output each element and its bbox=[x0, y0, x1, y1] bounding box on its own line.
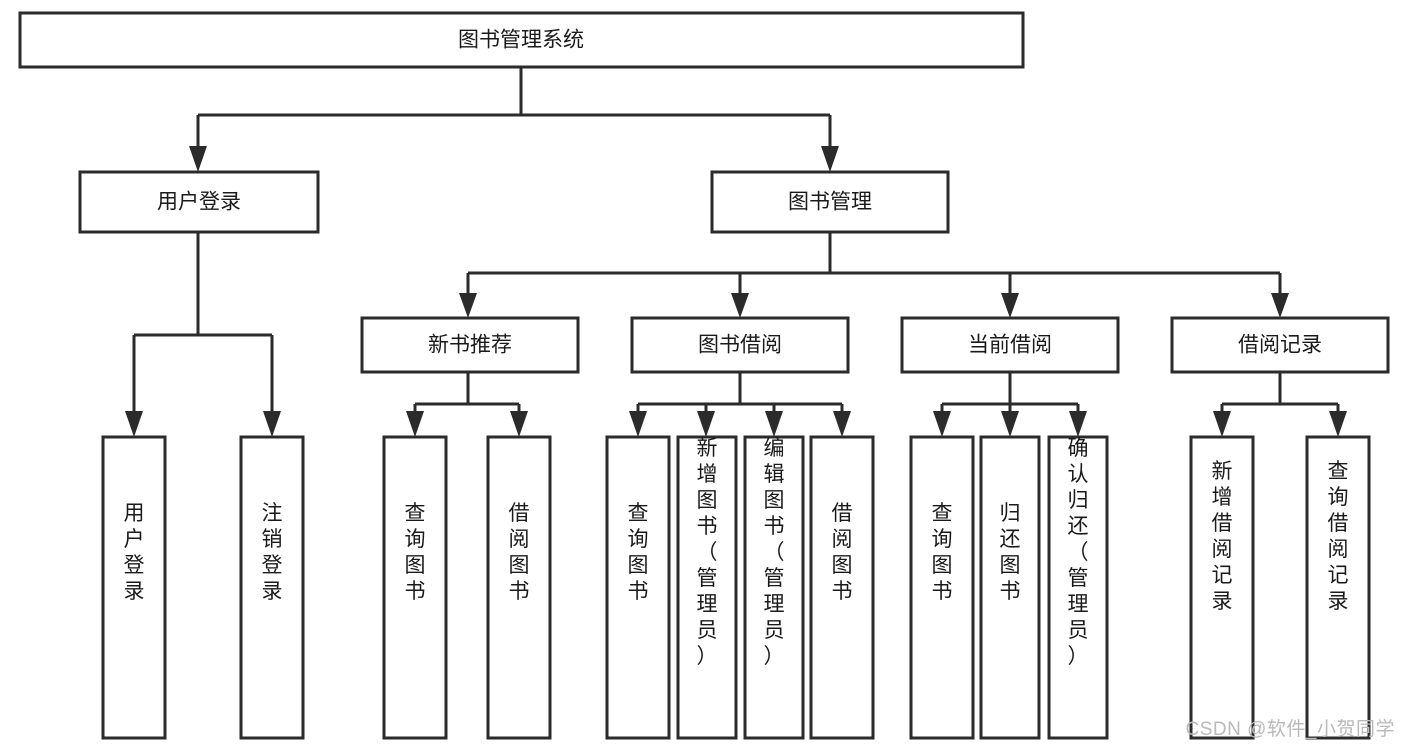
node-leaf-query-book-1[interactable]: 查询图书 bbox=[382, 435, 448, 740]
node-root[interactable]: 图书管理系统 bbox=[18, 11, 1025, 69]
node-leaf-confirm-return[interactable]: 确认归还（管理员） bbox=[1047, 435, 1109, 740]
arrowhead-borrow-record bbox=[1271, 293, 1289, 318]
node-leaf-borrow-book-2[interactable]: 借阅图书 bbox=[809, 435, 875, 740]
arrowhead-book-management bbox=[821, 146, 839, 172]
node-leaf-query-book-1-box[interactable] bbox=[382, 435, 448, 740]
arrowhead-leaf-edit-book bbox=[765, 411, 783, 437]
node-leaf-confirm-return-box[interactable] bbox=[1047, 435, 1109, 740]
node-root-box[interactable] bbox=[18, 11, 1025, 69]
node-leaf-query-book-3-label: 查询图书 bbox=[932, 502, 953, 603]
node-leaf-query-book-2-box[interactable] bbox=[605, 435, 671, 740]
node-current-borrow[interactable]: 当前借阅 bbox=[900, 316, 1120, 374]
node-leaf-edit-book-label: 编辑图书（管理员） bbox=[764, 437, 785, 668]
node-leaf-user-login[interactable]: 用户登录 bbox=[101, 435, 167, 740]
node-leaf-borrow-book-1-label: 借阅图书 bbox=[509, 502, 530, 603]
node-leaf-add-book-label: 新增图书（管理员） bbox=[697, 437, 718, 668]
node-leaf-query-book-3[interactable]: 查询图书 bbox=[909, 435, 975, 740]
node-user-login[interactable]: 用户登录 bbox=[78, 170, 320, 234]
node-book-borrow[interactable]: 图书借阅 bbox=[630, 316, 850, 374]
node-leaf-user-login-label: 用户登录 bbox=[124, 502, 145, 603]
node-leaf-return-book-box[interactable] bbox=[979, 435, 1041, 740]
node-leaf-borrow-book-1[interactable]: 借阅图书 bbox=[486, 435, 552, 740]
node-leaf-query-record-label: 查询借阅记录 bbox=[1328, 460, 1349, 613]
node-book-management-box[interactable] bbox=[710, 170, 950, 234]
node-book-borrow-label: 图书借阅 bbox=[698, 334, 782, 357]
node-leaf-return-book[interactable]: 归还图书 bbox=[979, 435, 1041, 740]
arrowhead-leaf-borrow-book-1 bbox=[510, 411, 528, 437]
arrowhead-user-login bbox=[189, 146, 207, 172]
node-leaf-edit-book[interactable]: 编辑图书（管理员） bbox=[743, 435, 805, 740]
node-user-login-box[interactable] bbox=[78, 170, 320, 234]
node-root-label: 图书管理系统 bbox=[458, 29, 584, 52]
node-leaf-query-book-3-box[interactable] bbox=[909, 435, 975, 740]
arrowhead-leaf-add-book bbox=[697, 411, 715, 437]
arrowhead-new-book-recommend bbox=[459, 293, 477, 318]
arrowhead-leaf-user-login bbox=[125, 411, 143, 437]
node-leaf-borrow-book-1-box[interactable] bbox=[486, 435, 552, 740]
arrowhead-leaf-return-book bbox=[1001, 411, 1019, 437]
node-book-borrow-box[interactable] bbox=[630, 316, 850, 374]
node-book-management[interactable]: 图书管理 bbox=[710, 170, 950, 234]
arrowhead-leaf-query-record bbox=[1329, 411, 1347, 437]
arrowhead-leaf-query-book-2 bbox=[629, 411, 647, 437]
node-leaf-add-book-box[interactable] bbox=[676, 435, 738, 740]
node-leaf-add-record[interactable]: 新增借阅记录 bbox=[1189, 435, 1255, 740]
node-leaf-confirm-return-label: 确认归还（管理员） bbox=[1068, 437, 1089, 668]
node-leaf-logout[interactable]: 注销登录 bbox=[239, 435, 305, 740]
arrowhead-leaf-confirm-return bbox=[1069, 411, 1087, 437]
node-leaf-logout-label: 注销登录 bbox=[262, 502, 283, 603]
node-leaf-query-book-2-label: 查询图书 bbox=[628, 502, 649, 603]
node-borrow-record-label: 借阅记录 bbox=[1238, 334, 1322, 357]
arrowhead-book-borrow bbox=[731, 293, 749, 318]
node-leaf-borrow-book-2-box[interactable] bbox=[809, 435, 875, 740]
node-leaf-query-record-box[interactable] bbox=[1305, 435, 1371, 740]
arrowhead-current-borrow bbox=[1001, 293, 1019, 318]
node-new-book-recommend-label: 新书推荐 bbox=[428, 334, 512, 357]
arrowhead-leaf-add-record bbox=[1213, 411, 1231, 437]
node-borrow-record[interactable]: 借阅记录 bbox=[1170, 316, 1390, 374]
node-leaf-user-login-box[interactable] bbox=[101, 435, 167, 740]
connector-layer bbox=[125, 67, 1347, 437]
node-leaf-borrow-book-2-label: 借阅图书 bbox=[832, 502, 853, 603]
node-user-login-label: 用户登录 bbox=[157, 191, 241, 214]
node-book-management-label: 图书管理 bbox=[788, 191, 872, 214]
csdn-watermark: CSDN @软件_小贺同学 bbox=[1185, 719, 1395, 740]
node-leaf-logout-box[interactable] bbox=[239, 435, 305, 740]
node-leaf-add-record-label: 新增借阅记录 bbox=[1212, 460, 1233, 613]
node-leaf-query-record[interactable]: 查询借阅记录 bbox=[1305, 435, 1371, 740]
node-leaf-edit-book-box[interactable] bbox=[743, 435, 805, 740]
node-new-book-recommend-box[interactable] bbox=[360, 316, 580, 374]
node-new-book-recommend[interactable]: 新书推荐 bbox=[360, 316, 580, 374]
node-current-borrow-box[interactable] bbox=[900, 316, 1120, 374]
arrowhead-leaf-borrow-book-2 bbox=[833, 411, 851, 437]
node-leaf-return-book-label: 归还图书 bbox=[1000, 502, 1021, 603]
node-leaf-query-book-1-label: 查询图书 bbox=[405, 502, 426, 603]
node-leaf-query-book-2[interactable]: 查询图书 bbox=[605, 435, 671, 740]
arrowhead-leaf-logout bbox=[263, 411, 281, 437]
arrowhead-leaf-query-book-1 bbox=[406, 411, 424, 437]
arrowhead-leaf-query-book-3 bbox=[933, 411, 951, 437]
node-leaf-add-record-box[interactable] bbox=[1189, 435, 1255, 740]
node-borrow-record-box[interactable] bbox=[1170, 316, 1390, 374]
node-leaf-add-book[interactable]: 新增图书（管理员） bbox=[676, 435, 738, 740]
node-current-borrow-label: 当前借阅 bbox=[968, 334, 1052, 357]
